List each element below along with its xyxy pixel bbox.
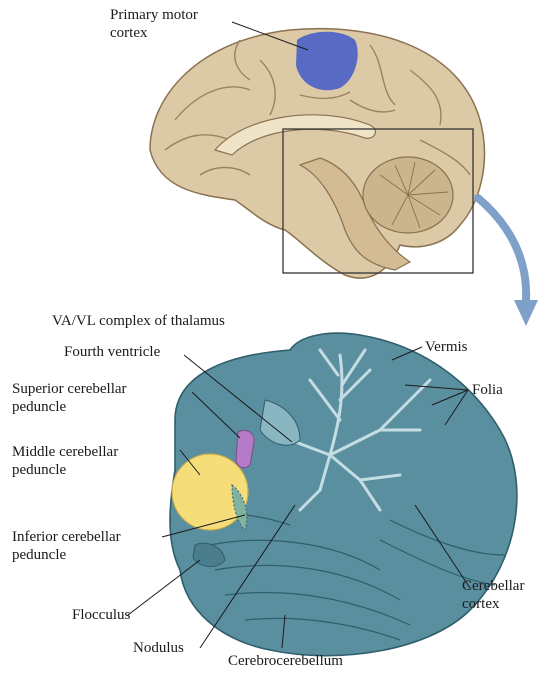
label-line: Inferior cerebellar xyxy=(12,528,121,546)
label-line: peduncle xyxy=(12,461,118,479)
label-middle-cerebellar-peduncle: Middle cerebellar peduncle xyxy=(12,443,118,479)
zoom-arrow xyxy=(478,198,538,326)
label-va-vl-complex: VA/VL complex of thalamus xyxy=(52,312,225,330)
label-fourth-ventricle: Fourth ventricle xyxy=(64,343,160,361)
label-cerebrocerebellum: Cerebrocerebellum xyxy=(228,652,343,670)
label-line: Primary motor xyxy=(110,6,198,24)
label-line: Cerebellar xyxy=(462,577,524,595)
brain-medial-view xyxy=(150,29,484,278)
label-superior-cerebellar-peduncle: Superior cerebellar peduncle xyxy=(12,380,127,416)
label-line: Middle cerebellar xyxy=(12,443,118,461)
label-nodulus: Nodulus xyxy=(133,639,184,657)
label-vermis: Vermis xyxy=(425,338,468,356)
label-line: Superior cerebellar xyxy=(12,380,127,398)
label-inferior-cerebellar-peduncle: Inferior cerebellar peduncle xyxy=(12,528,121,564)
label-flocculus: Flocculus xyxy=(72,606,130,624)
cerebellum-small xyxy=(363,157,453,233)
label-line: peduncle xyxy=(12,546,121,564)
label-line: cortex xyxy=(462,595,524,613)
label-line: cortex xyxy=(110,24,198,42)
label-folia: Folia xyxy=(472,381,503,399)
label-cerebellar-cortex: Cerebellar cortex xyxy=(462,577,524,613)
label-line: peduncle xyxy=(12,398,127,416)
label-primary-motor-cortex: Primary motor cortex xyxy=(110,6,198,42)
